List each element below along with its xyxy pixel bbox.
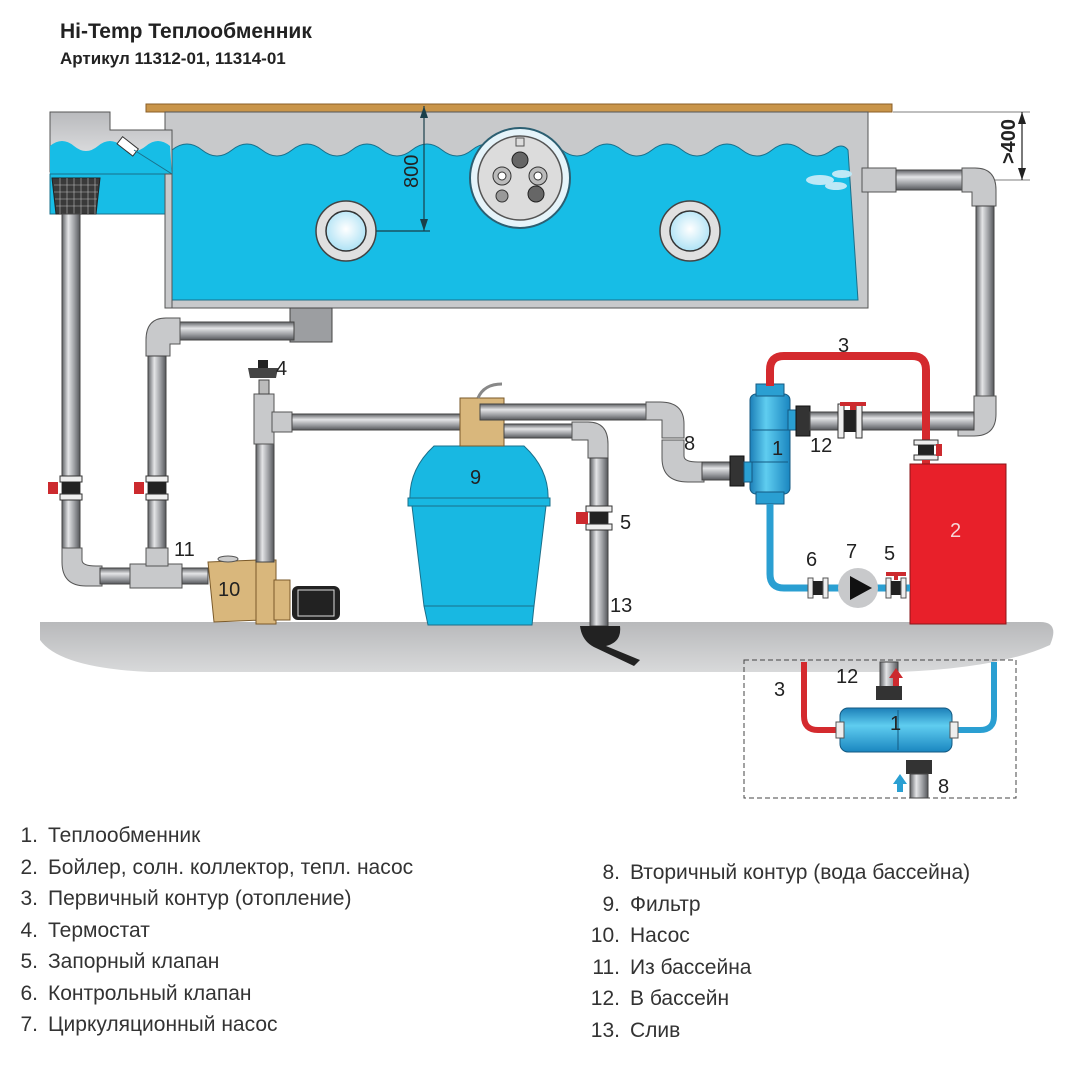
valve-skimmer-line[interactable]: [48, 475, 83, 501]
inset-callout-3: 3: [774, 679, 785, 701]
inset-callout-12: 12: [836, 666, 858, 688]
union-secondary-out: [795, 405, 811, 437]
check-valve[interactable]: [807, 577, 829, 599]
skimmer-basket-mesh: [54, 178, 98, 214]
legend-item: 4.Термостат: [20, 918, 150, 942]
circulation-pump: [838, 568, 878, 608]
pool-pump: [207, 555, 340, 625]
callout-12: 12: [810, 435, 832, 457]
union-secondary-in: [729, 455, 745, 487]
thermostat[interactable]: [248, 360, 278, 395]
callout-3: 3: [838, 335, 849, 357]
legend-left: 1.Теплообменник 2.Бойлер, солн. коллекто…: [14, 820, 413, 1041]
primary-circuit-pipe: [766, 352, 930, 440]
inset-callout-8: 8: [938, 776, 949, 798]
pool-lamp-left: [315, 200, 377, 262]
callout-4: 4: [276, 358, 287, 380]
pool-deck-wood: [145, 103, 893, 113]
depth-dimension: [376, 106, 430, 232]
tee-fitting: [129, 563, 183, 589]
elbow-top-right: [961, 167, 997, 207]
callout-10: 10: [218, 579, 240, 601]
valve-waste-line[interactable]: [576, 505, 613, 531]
sand-filter: [407, 445, 551, 626]
valve-return-line[interactable]: [837, 402, 866, 439]
elbow-bottom-left: [61, 547, 103, 587]
legend-item: 7.Циркуляционный насос: [20, 1013, 278, 1036]
legend-right: 8.Вторичный контур (вода бассейна) 9.Фил…: [578, 857, 970, 1046]
callout-2: 2: [950, 520, 961, 542]
legend-item: 10.Насос: [590, 924, 690, 947]
legend-item: 13.Слив: [590, 1018, 681, 1042]
callout-11: 11: [174, 539, 195, 561]
valve-boiler-supply[interactable]: [913, 439, 942, 461]
pool-lamp-right: [659, 200, 721, 262]
legend-item: 9.Фильтр: [602, 892, 701, 916]
drain-outlet: [580, 626, 640, 666]
callout-13: 13: [610, 595, 632, 617]
thermostat-tee: [253, 393, 275, 445]
callout-8: 8: [684, 433, 695, 455]
boiler: [909, 463, 1007, 625]
inlet-height-label: >400: [998, 119, 1020, 164]
main-drain: [289, 307, 333, 343]
skimmer-flap: [116, 135, 140, 157]
inlet-bubbles: [806, 170, 852, 190]
heat-exchanger: [743, 383, 797, 505]
depth-label: 800: [401, 155, 423, 188]
counter-current-unit: [469, 127, 571, 229]
legend-item: 12.В бассейн: [590, 987, 730, 1010]
legend-item: 3.Первичный контур (отопление): [20, 887, 352, 910]
callout-9: 9: [470, 467, 481, 489]
legend-item: 1.Теплообменник: [20, 824, 201, 847]
pool-heat-exchanger-diagram: 800 >400: [40, 103, 1054, 799]
return-inlet: [861, 167, 897, 193]
skimmer-basket: [51, 177, 101, 215]
callout-5-boiler: 5: [884, 543, 895, 565]
inset-callout-1: 1: [890, 713, 901, 735]
legend-item: 6.Контрольный клапан: [20, 981, 252, 1005]
callout-6: 6: [806, 549, 817, 571]
legend-item: 5.Запорный клапан: [20, 950, 220, 973]
valve-main-drain-line[interactable]: [134, 475, 169, 501]
legend-item: 2.Бойлер, солн. коллектор, тепл. насос: [20, 855, 414, 879]
ground: [40, 622, 1054, 672]
diagram-title: Hi-Temp Теплообменник: [60, 20, 312, 43]
elbow-secondary-in: [645, 401, 685, 439]
elbow-secondary-down: [661, 439, 705, 483]
callout-7: 7: [846, 541, 857, 563]
valve-boiler-return[interactable]: [885, 572, 907, 599]
skimmer-water: [50, 141, 172, 176]
primary-return-pipe: [766, 504, 910, 592]
elbow-filter-waste: [571, 421, 609, 459]
elbow-main-drain: [145, 317, 181, 357]
legend-item: 8.Вторичный контур (вода бассейна): [602, 861, 971, 884]
callout-5-waste: 5: [620, 512, 631, 534]
legend-item: 11.Из бассейна: [592, 955, 752, 979]
callout-1: 1: [772, 438, 783, 460]
inset-vertical-installation: [743, 659, 1017, 799]
diagram-subtitle: Артикул 11312-01, 11314-01: [60, 49, 286, 68]
